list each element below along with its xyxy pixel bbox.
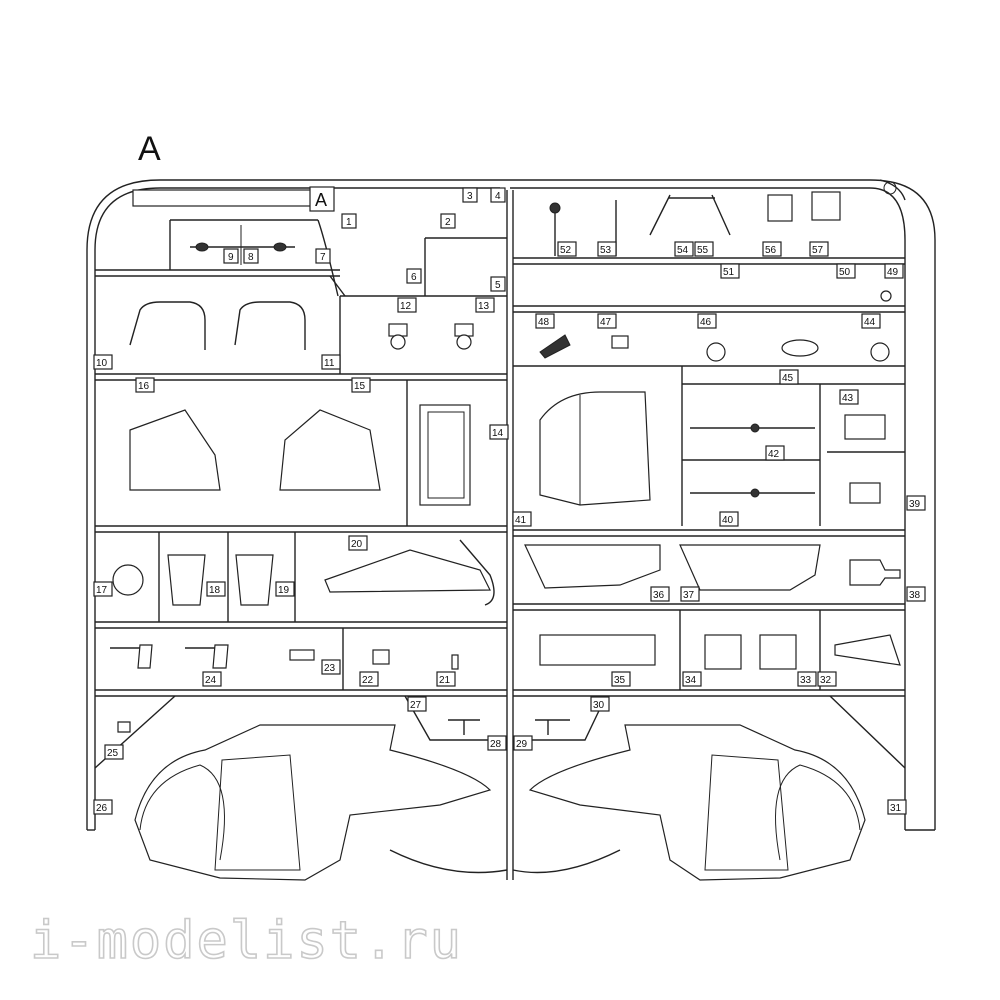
part-20	[324, 539, 495, 606]
sprue-frame	[86, 179, 936, 880]
part-label-1: 1	[346, 217, 352, 228]
part-label-7: 7	[320, 252, 326, 263]
part-52-57	[549, 191, 841, 256]
watermark: i-modelist.ru	[30, 911, 463, 971]
part-label-22: 22	[362, 675, 374, 686]
part-label-15: 15	[354, 381, 366, 392]
part-label-33: 33	[800, 675, 812, 686]
part-label-49: 49	[887, 267, 899, 278]
part-label-56: 56	[765, 245, 777, 256]
part-label-53: 53	[600, 245, 612, 256]
part-label-45: 45	[782, 373, 794, 384]
part-40-42	[690, 423, 815, 498]
part-label-36: 36	[653, 590, 665, 601]
part-26-fuselage-left	[134, 724, 492, 881]
part-label-30: 30	[593, 700, 605, 711]
part-label-57: 57	[812, 245, 824, 256]
part-label-10: 10	[96, 358, 108, 369]
part-36-38	[524, 544, 901, 591]
part-label-41: 41	[515, 515, 527, 526]
part-label-40: 40	[722, 515, 734, 526]
part-label-25: 25	[107, 748, 119, 759]
part-21-24	[110, 644, 459, 670]
part-label-17: 17	[96, 585, 108, 596]
part-label-20: 20	[351, 539, 363, 550]
part-label-51: 51	[723, 267, 735, 278]
part-25-30	[117, 719, 570, 735]
part-41	[539, 391, 651, 506]
part-label-47: 47	[600, 317, 612, 328]
part-label-31: 31	[890, 803, 902, 814]
part-number-labels: 1 2 3 4 5 6 7 8 9 10 11 12 13 14 15 16 1…	[93, 187, 926, 815]
sprue-tag: A	[132, 186, 335, 212]
part-label-29: 29	[516, 739, 528, 750]
part-label-46: 46	[700, 317, 712, 328]
part-label-12: 12	[400, 301, 412, 312]
part-label-2: 2	[445, 217, 451, 228]
part-label-9: 9	[228, 252, 234, 263]
part-label-23: 23	[324, 663, 336, 674]
part-10-11	[129, 301, 306, 350]
part-label-4: 4	[495, 191, 501, 202]
part-label-26: 26	[96, 803, 108, 814]
part-label-13: 13	[478, 301, 490, 312]
part-label-24: 24	[205, 675, 217, 686]
sheet-letter: A	[138, 130, 161, 168]
sprue-tag-letter: A	[315, 190, 327, 210]
part-label-5: 5	[495, 280, 501, 291]
part-label-54: 54	[677, 245, 689, 256]
part-label-34: 34	[685, 675, 697, 686]
part-label-55: 55	[697, 245, 709, 256]
part-17-19	[112, 554, 274, 606]
part-label-44: 44	[864, 317, 876, 328]
part-32-35	[539, 634, 901, 670]
part-label-11: 11	[324, 358, 335, 369]
part-label-50: 50	[839, 267, 851, 278]
part-12-13	[388, 323, 474, 350]
part-label-39: 39	[909, 499, 921, 510]
part-label-8: 8	[248, 252, 254, 263]
part-label-16: 16	[138, 381, 150, 392]
part-15-16	[129, 409, 381, 491]
left-runners	[95, 219, 507, 697]
part-label-21: 21	[439, 675, 451, 686]
part-label-6: 6	[411, 272, 417, 283]
part-label-38: 38	[909, 590, 921, 601]
part-label-32: 32	[820, 675, 832, 686]
part-label-48: 48	[538, 317, 550, 328]
part-label-35: 35	[614, 675, 626, 686]
part-label-37: 37	[683, 590, 695, 601]
part-label-42: 42	[768, 449, 780, 460]
part-label-19: 19	[278, 585, 290, 596]
right-runners	[513, 257, 905, 697]
part-label-3: 3	[467, 191, 473, 202]
part-label-14: 14	[492, 428, 504, 439]
part-14	[419, 404, 471, 506]
part-47-51	[539, 290, 892, 359]
part-31-fuselage-right	[528, 724, 866, 881]
part-label-27: 27	[410, 700, 422, 711]
part-44-45-46	[706, 339, 890, 362]
part-8-9	[190, 225, 295, 265]
part-label-43: 43	[842, 393, 854, 404]
part-label-18: 18	[209, 585, 221, 596]
part-label-52: 52	[560, 245, 572, 256]
part-label-28: 28	[490, 739, 502, 750]
part-43-39	[844, 414, 886, 504]
